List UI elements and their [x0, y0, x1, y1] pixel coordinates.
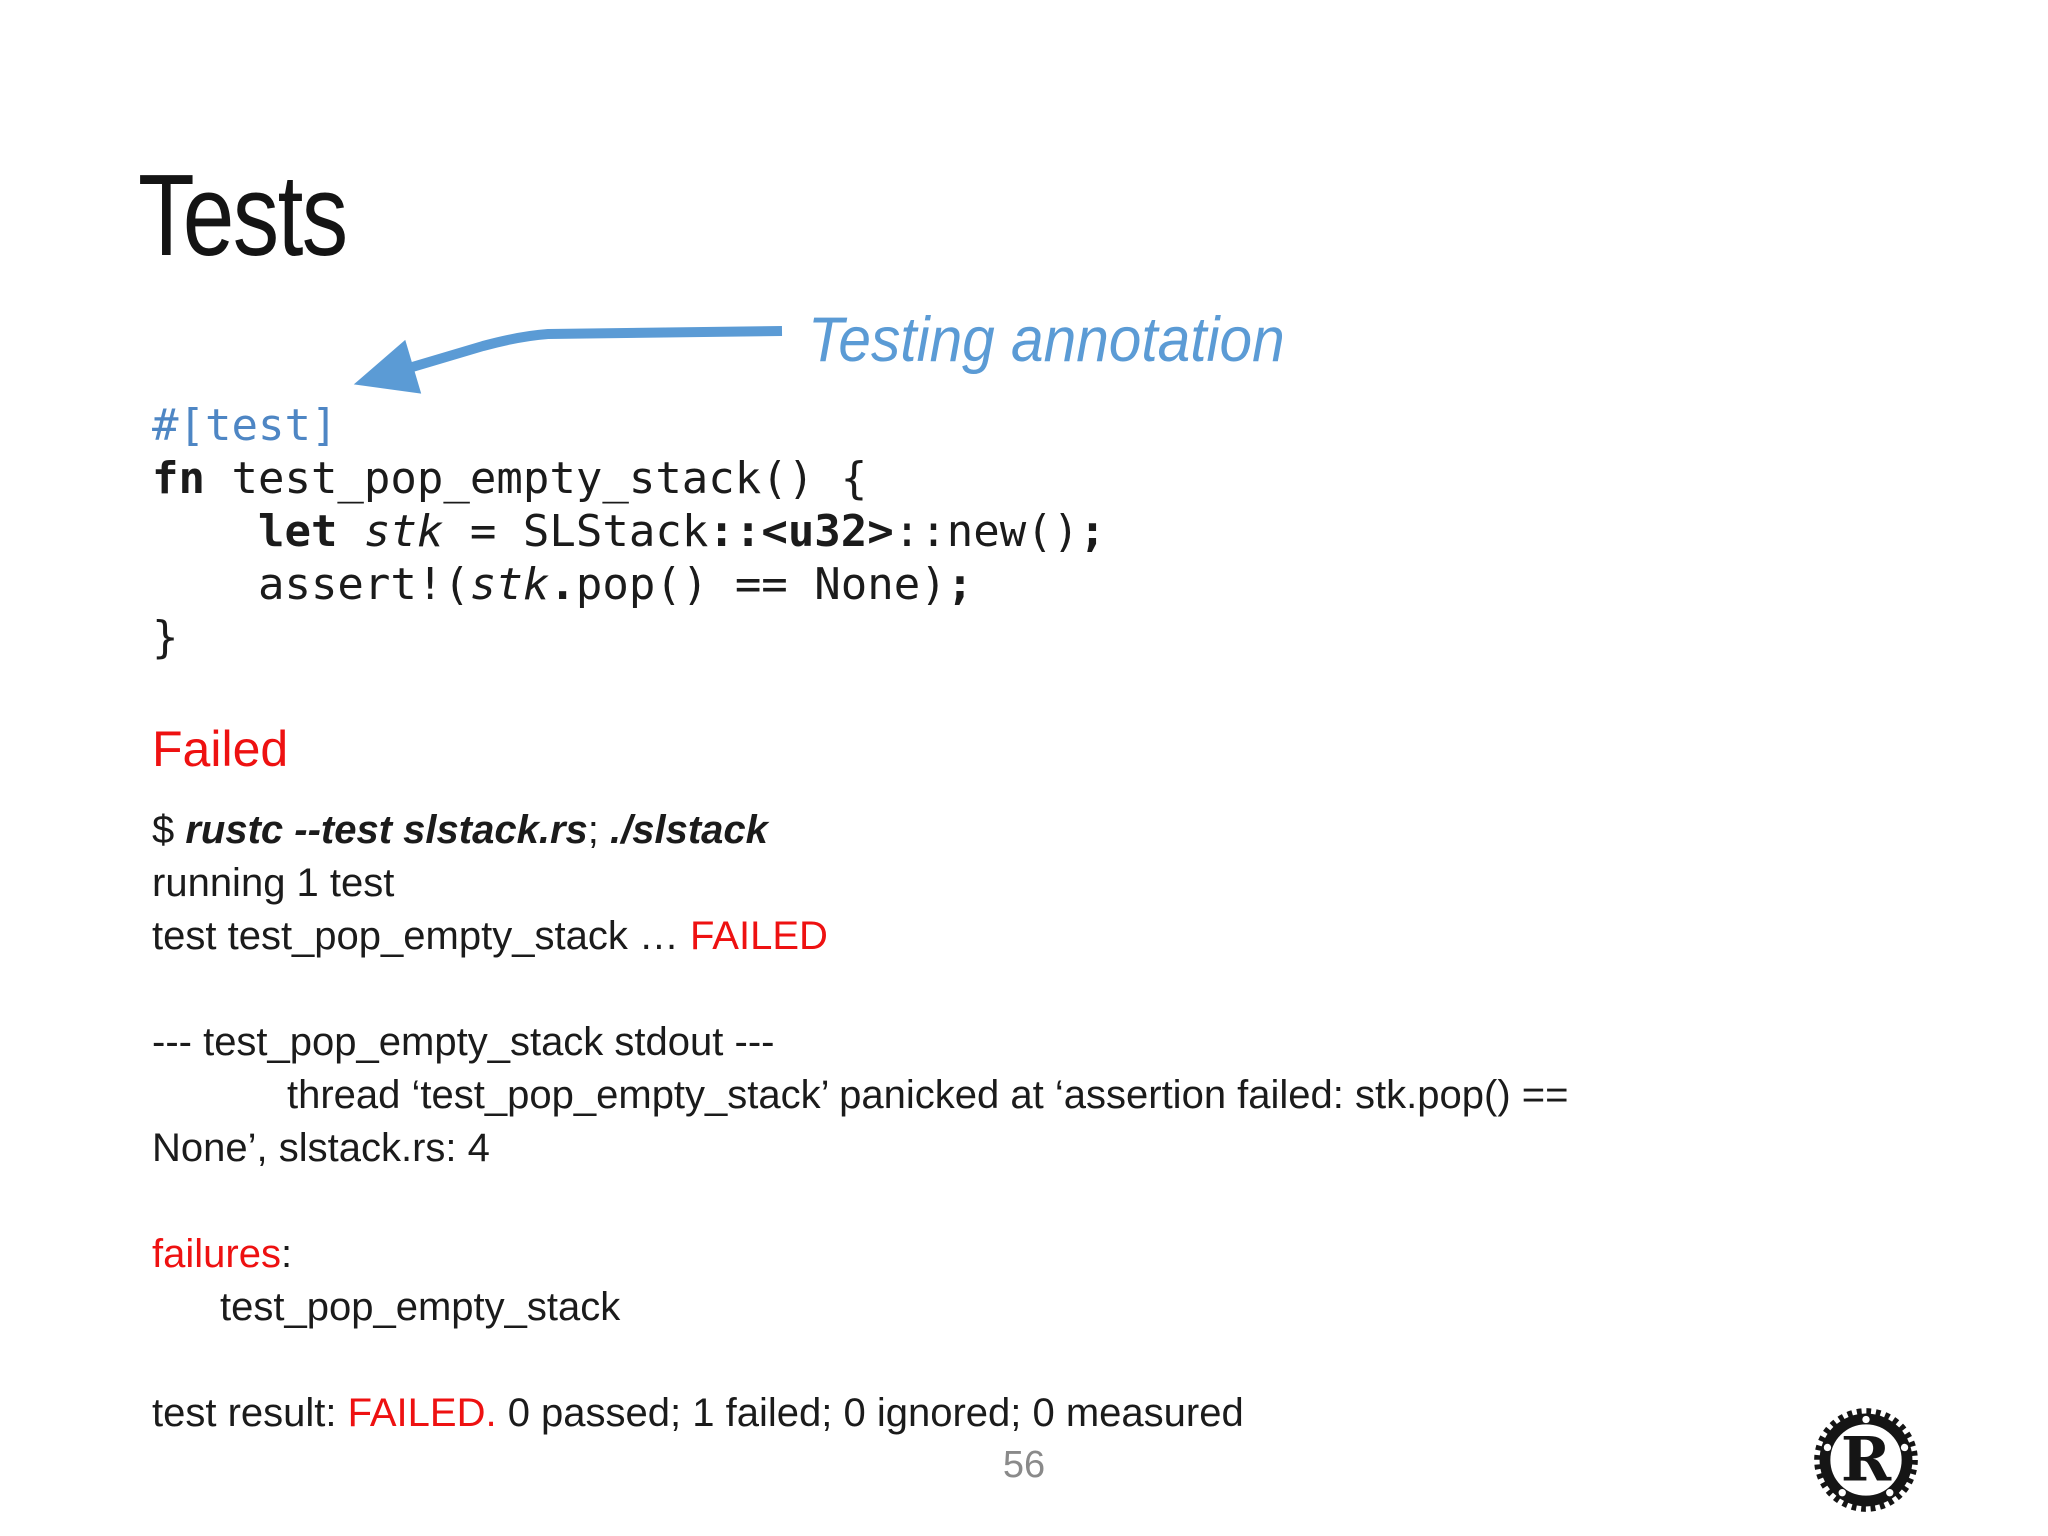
terminal-line: thread ‘test_pop_empty_stack’ panicked a…: [287, 1073, 1569, 1117]
terminal-line: failures:: [152, 1232, 293, 1276]
annotation-label: Testing annotation: [808, 305, 1285, 375]
terminal-line: $ rustc --test slstack.rs; ./slstack: [152, 808, 768, 852]
terminal-line: --- test_pop_empty_stack stdout ---: [152, 1020, 775, 1064]
annotation-arrow-icon: [353, 326, 783, 394]
terminal-line: test result: FAILED. 0 passed; 1 failed;…: [152, 1391, 1244, 1435]
page-number: 56: [1002, 1444, 1046, 1486]
rust-logo-icon: R: [1814, 1408, 1918, 1512]
terminal-line: [152, 963, 1568, 1016]
code-line: }: [152, 612, 179, 663]
terminal-line: None’, slstack.rs: 4: [152, 1126, 490, 1170]
code-line: let stk = SLStack::<u32>::new();: [257, 506, 1106, 557]
svg-text:R: R: [1841, 1425, 1892, 1496]
terminal-line: [152, 1175, 1568, 1228]
failed-heading: Failed: [152, 721, 289, 777]
terminal-output: $ rustc --test slstack.rs; ./slstack runn…: [152, 804, 1568, 1440]
terminal-line: test_pop_empty_stack: [220, 1285, 621, 1329]
code-line: #[test]: [152, 400, 338, 451]
code-block: #[test]fn test_pop_empty_stack() { let s…: [152, 400, 1106, 665]
code-line: fn test_pop_empty_stack() {: [152, 453, 868, 504]
terminal-line: running 1 test: [152, 861, 395, 905]
page-title: Tests: [138, 150, 348, 280]
terminal-line: test test_pop_empty_stack … FAILED: [152, 914, 828, 958]
terminal-line: [152, 1334, 1568, 1387]
code-line: assert!(stk.pop() == None);: [152, 559, 974, 610]
